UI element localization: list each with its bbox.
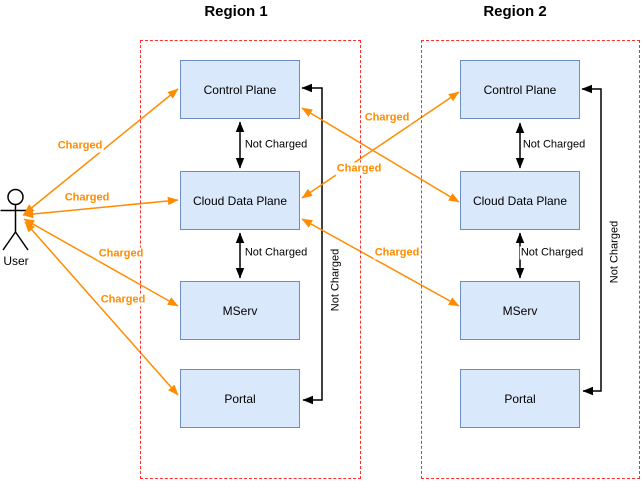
edge-label-notcharged-r2-cp-cdp: Not Charged: [521, 138, 587, 152]
node-label: MServ: [222, 303, 258, 318]
region-2-boundary: [421, 40, 640, 479]
edge-label-charged-cross-middle: Charged: [335, 162, 383, 176]
edge-label-notcharged-r1-cdp-mserv: Not Charged: [243, 246, 309, 260]
region-2-title: Region 2: [483, 3, 547, 20]
arrow-user-r1-portal: [24, 221, 179, 396]
node-label: Cloud Data Plane: [192, 193, 288, 208]
node-label: Control Plane: [483, 82, 557, 97]
node-r1-control-plane: Control Plane: [180, 60, 300, 119]
region-1-title: Region 1: [204, 3, 268, 20]
node-r2-cloud-data-plane: Cloud Data Plane: [460, 171, 580, 230]
arrow-r1cdp-r2controlplane: [301, 91, 460, 199]
edge-label-charged-user-portal: Charged: [99, 293, 147, 307]
node-label: Portal: [504, 391, 536, 406]
user-label: User: [3, 254, 29, 268]
edge-label-notcharged-r1-side: Not Charged: [329, 248, 342, 312]
edge-label-charged-user-cp: Charged: [56, 139, 104, 153]
node-r2-mserv: MServ: [460, 281, 580, 340]
node-r1-mserv: MServ: [180, 281, 300, 340]
edge-label-charged-user-cdp: Charged: [63, 191, 111, 205]
node-r2-control-plane: Control Plane: [460, 60, 580, 119]
node-label: Control Plane: [203, 82, 277, 97]
node-r1-cloud-data-plane: Cloud Data Plane: [180, 171, 300, 230]
edge-label-charged-user-mserv: Charged: [97, 247, 145, 261]
node-label: Portal: [224, 391, 256, 406]
node-label: MServ: [502, 303, 538, 318]
node-label: Cloud Data Plane: [472, 193, 568, 208]
node-r1-portal: Portal: [180, 369, 300, 428]
edge-label-notcharged-r1-cp-cdp: Not Charged: [243, 138, 309, 152]
arrow-user-r1-clouddataplane: [22, 196, 179, 219]
edge-label-charged-cross-mserv: Charged: [373, 246, 421, 260]
node-r2-portal: Portal: [460, 369, 580, 428]
arrow-r1cdp-r2mserv: [301, 218, 460, 307]
edge-label-notcharged-r2-cdp-mserv: Not Charged: [519, 246, 585, 260]
edge-label-charged-cross-upper: Charged: [363, 111, 411, 125]
edge-label-notcharged-r2-side: Not Charged: [608, 220, 621, 284]
arrow-r2-controlplane-portal: [581, 84, 602, 396]
